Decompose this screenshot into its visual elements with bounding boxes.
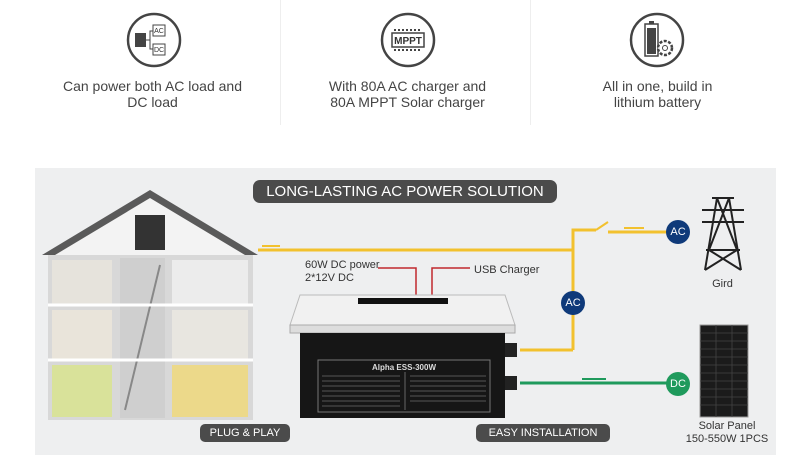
usb-charger-label: USB Charger xyxy=(474,264,540,276)
ac-icon-label: AC xyxy=(154,28,164,35)
ac-wire xyxy=(258,221,668,352)
divider xyxy=(280,0,281,125)
battery-gear-icon xyxy=(629,12,685,68)
callout-line xyxy=(378,267,470,300)
mppt-chip-icon: MPPT xyxy=(380,12,436,68)
device-model-label: Alpha ESS-300W xyxy=(372,363,436,372)
grid-tower-icon xyxy=(702,197,744,271)
mppt-label: MPPT xyxy=(394,36,422,47)
ac-output-badge: AC xyxy=(561,291,585,315)
grid-label: Gird xyxy=(712,278,733,290)
ac-dc-split-icon: AC DC xyxy=(126,12,182,68)
ac-grid-badge: AC xyxy=(666,220,690,244)
easy-installation-badge: EASY INSTALLATION xyxy=(476,424,610,442)
diagram-title: LONG-LASTING AC POWER SOLUTION xyxy=(253,180,557,203)
house-illustration xyxy=(42,190,258,420)
power-station-device xyxy=(289,294,517,418)
dc-icon-label: DC xyxy=(154,47,164,54)
divider xyxy=(530,0,531,125)
solar-panel-icon xyxy=(699,324,749,418)
plug-play-badge: PLUG & PLAY xyxy=(200,424,290,442)
dc-solar-badge: DC xyxy=(666,372,690,396)
